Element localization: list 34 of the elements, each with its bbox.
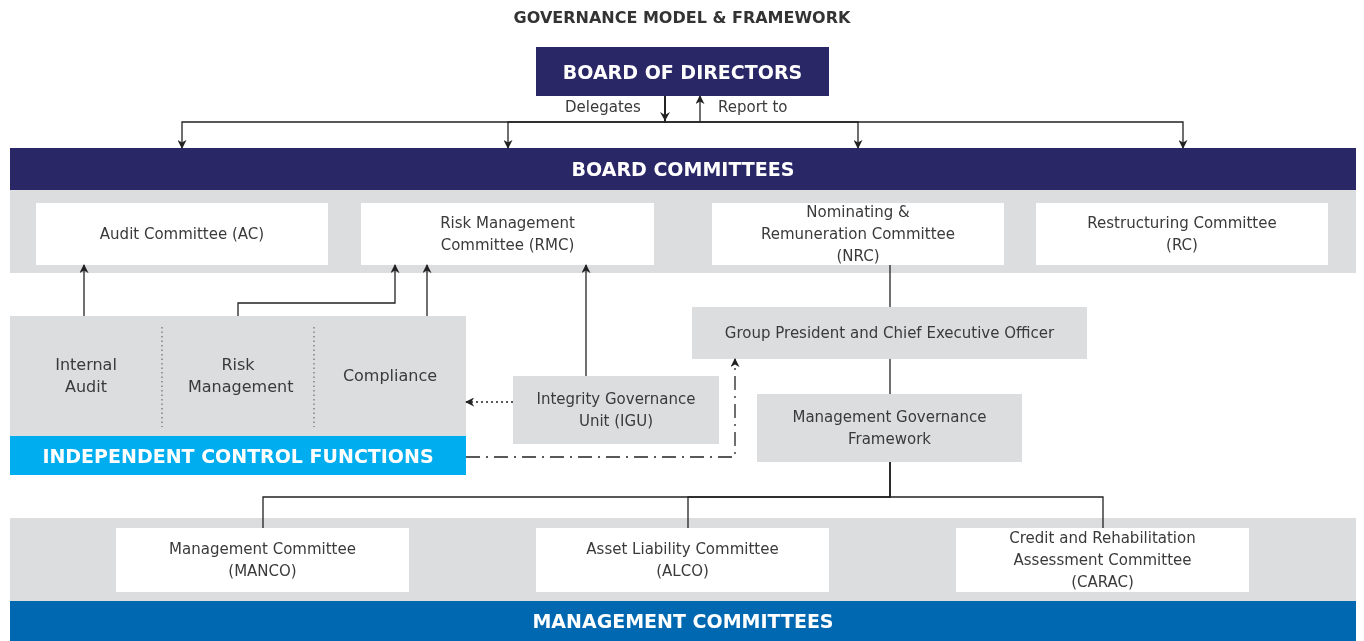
connector-line xyxy=(889,264,891,308)
connector-line xyxy=(465,397,514,407)
section-header: MANAGEMENT COMMITTEES xyxy=(10,601,1356,641)
diagram-title: GOVERNANCE MODEL & FRAMEWORK xyxy=(512,8,852,27)
committee-box: Restructuring Committee (RC) xyxy=(1036,203,1328,265)
unit-box: Group President and Chief Executive Officer xyxy=(692,307,1087,359)
connector-line xyxy=(465,358,740,458)
connector-line xyxy=(889,358,891,395)
function-label: Compliance xyxy=(314,316,466,436)
section-header: INDEPENDENT CONTROL FUNCTIONS xyxy=(10,436,466,475)
connector-line xyxy=(79,264,89,317)
committee-box: Audit Committee (AC) xyxy=(36,203,328,265)
panel-background xyxy=(10,316,466,475)
committee-box: Risk Management Committee (RMC) xyxy=(361,203,654,265)
section-header: BOARD COMMITTEES xyxy=(10,148,1356,190)
connector-line xyxy=(581,264,591,377)
connector-line xyxy=(889,461,1104,529)
unit-box: Integrity Governance Unit (IGU) xyxy=(513,376,719,444)
committee-box: Management Committee (MANCO) xyxy=(116,528,409,592)
committee-box: Nominating & Remuneration Committee (NRC) xyxy=(712,203,1004,265)
function-label: Internal Audit xyxy=(10,316,162,436)
committee-box: Asset Liability Committee (ALCO) xyxy=(536,528,829,592)
connector-line xyxy=(664,95,1188,149)
board-box: BOARD OF DIRECTORS xyxy=(536,47,829,96)
panel-background xyxy=(10,518,1356,641)
edge-label: Report to xyxy=(716,98,790,116)
connector-line xyxy=(695,95,705,123)
unit-box: Management Governance Framework xyxy=(757,394,1022,462)
connector-line xyxy=(237,264,400,317)
panel-background xyxy=(10,148,1356,273)
committee-box: Credit and Rehabilitation Assessment Committee (CARAC) xyxy=(956,528,1249,592)
function-label: Risk Management xyxy=(162,316,314,436)
connector-line xyxy=(422,264,432,317)
edge-label: Delegates xyxy=(563,98,643,116)
